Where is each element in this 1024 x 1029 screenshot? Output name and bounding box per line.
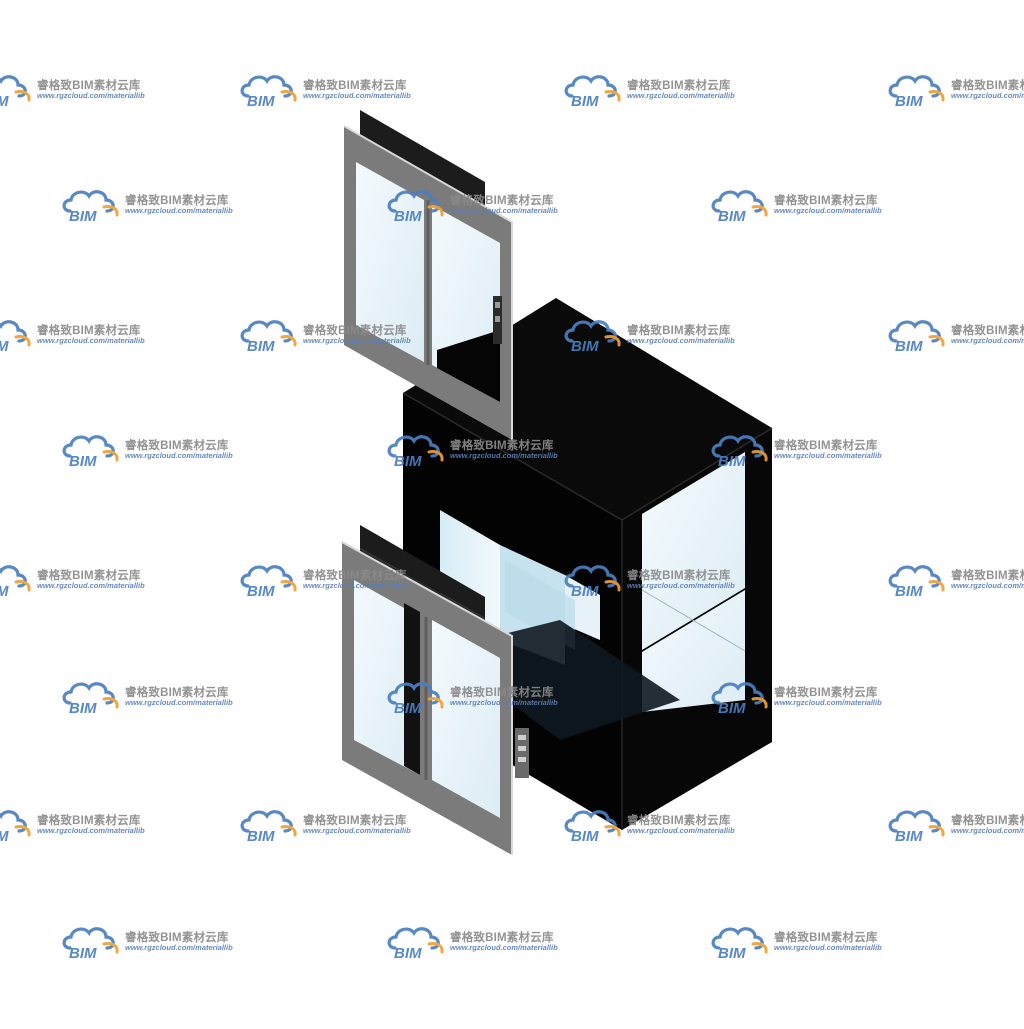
upper-door-assembly xyxy=(343,110,513,440)
lower-glass-left xyxy=(354,580,420,775)
lower-back-plate xyxy=(360,525,485,618)
lower-glass-right xyxy=(432,620,500,818)
control-panel xyxy=(515,728,529,778)
side-window-lower xyxy=(642,590,745,712)
side-window-upper xyxy=(642,452,745,650)
upper-opening xyxy=(437,330,500,402)
